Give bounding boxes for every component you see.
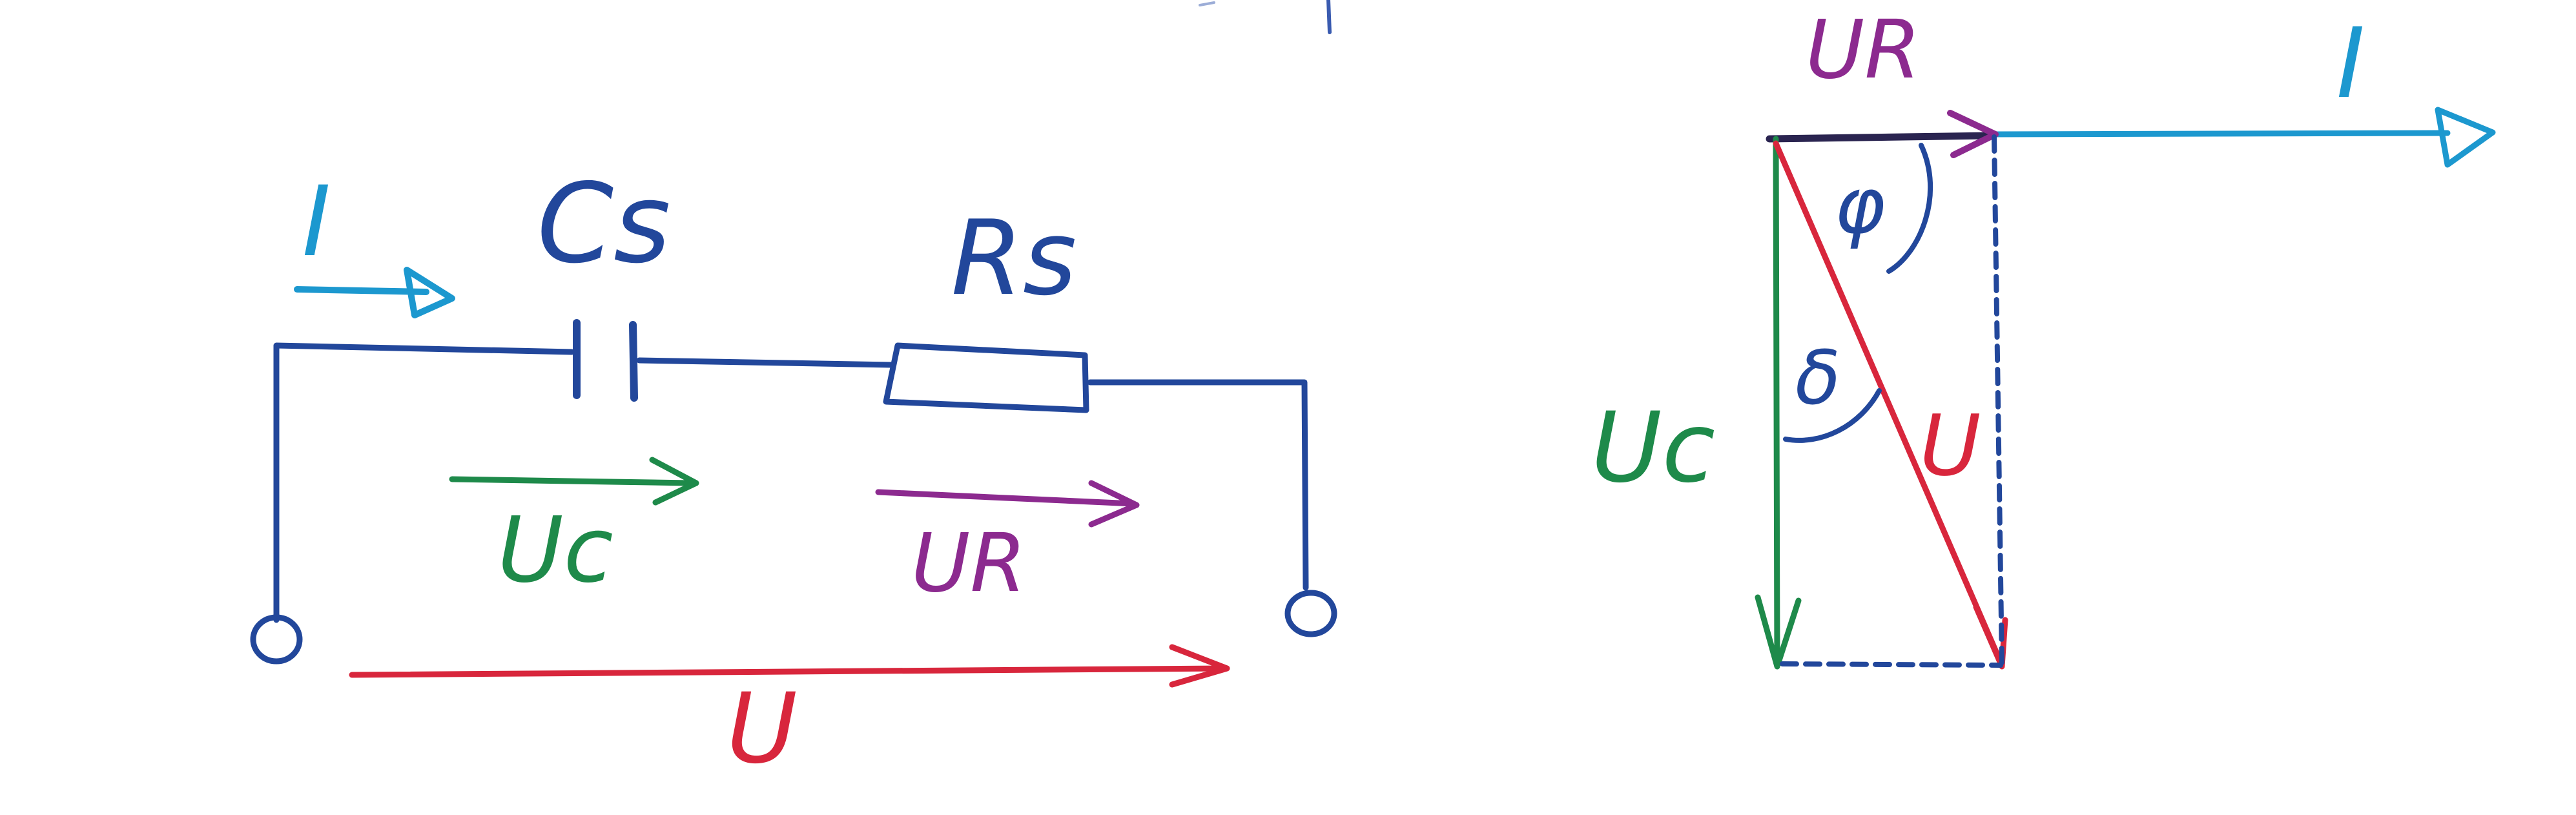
- ur-arrow: [875, 480, 1140, 528]
- current-arrow: [294, 267, 455, 318]
- capacitor-label: Cs: [537, 160, 670, 288]
- phasor-ur-label: UR: [1806, 3, 1921, 97]
- resistor-label: Rs: [951, 198, 1077, 318]
- delta-label: δ: [1795, 335, 1840, 422]
- terminal-left: [250, 614, 303, 665]
- u-arrow: [349, 644, 1230, 688]
- ur-phasor: [1766, 110, 1999, 158]
- scan-artifacts: [1199, 0, 1332, 34]
- phasor-diagram: I UR Uc U φ δ: [1591, 3, 2496, 670]
- uc-phasor: [1755, 136, 1802, 670]
- phi-arc: [1886, 143, 1933, 274]
- phi-label: φ: [1834, 161, 1885, 251]
- capacitor-symbol: [573, 319, 638, 402]
- current-phasor: [1986, 107, 2496, 168]
- delta-arc: [1783, 388, 1882, 443]
- phasor-u-label: U: [1919, 397, 1981, 495]
- phasor-uc-label: Uc: [1591, 392, 1715, 504]
- terminal-right: [1284, 590, 1337, 637]
- circuit-diagram: I Cs Rs Uc UR: [250, 160, 1337, 785]
- uc-arrow: [449, 457, 699, 506]
- phasor-current-label: I: [2336, 8, 2365, 120]
- current-label: I: [302, 166, 331, 278]
- circuit-wires: [273, 342, 1309, 623]
- u-label: U: [726, 673, 798, 785]
- uc-label: Uc: [497, 498, 613, 603]
- dashed-construction-lines: [1780, 134, 2004, 668]
- resistor-symbol: [883, 342, 1089, 413]
- ur-label: UR: [911, 517, 1026, 610]
